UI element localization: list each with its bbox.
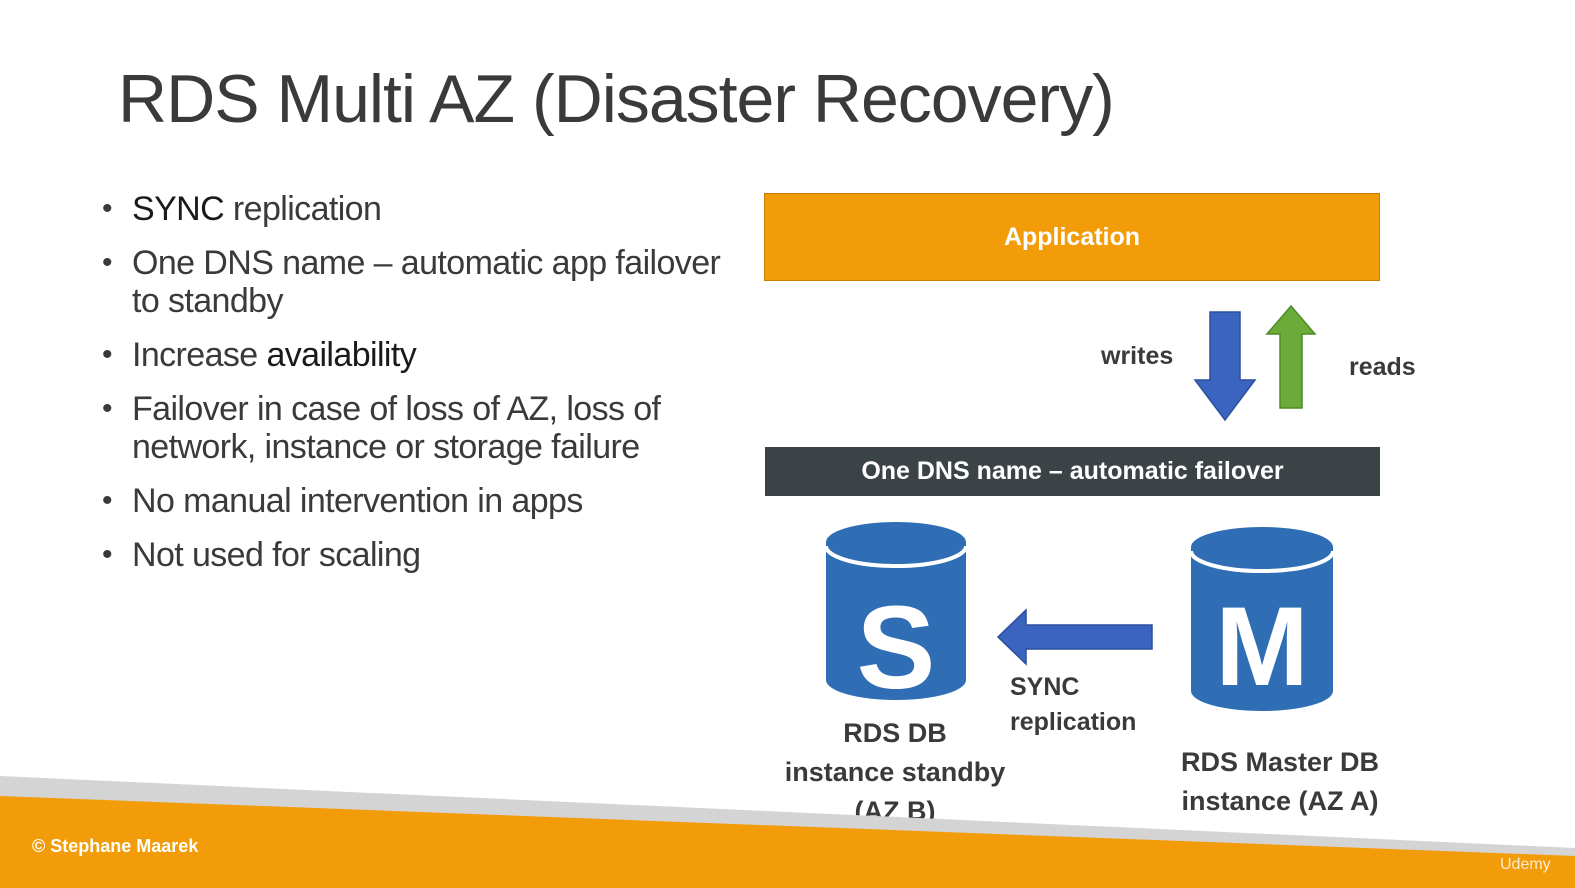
sync-label-line: replication — [1010, 708, 1137, 736]
copyright-text: © Stephane Maarek — [32, 836, 199, 856]
standby-label-line: instance standby — [784, 757, 1006, 787]
bullet-glyph: • — [102, 392, 113, 425]
standby-db-icon: S — [824, 522, 968, 706]
writes-arrow-icon — [1193, 311, 1257, 422]
dns-bar: One DNS name – automatic failover — [765, 447, 1380, 496]
writes-label: writes — [1101, 342, 1174, 370]
udemy-watermark: Udemy — [1500, 856, 1551, 873]
application-box: Application — [764, 193, 1380, 281]
bullet-text: One DNS name – automatic app failover to… — [132, 244, 721, 320]
bullet-item: • No manual intervention in apps — [100, 482, 740, 520]
bullet-item: • Failover in case of loss of AZ, loss o… — [100, 390, 740, 466]
standby-label-line: RDS DB — [843, 718, 947, 748]
standby-letter: S — [857, 582, 936, 706]
bullet-item: • Increase availability — [100, 336, 740, 374]
slide-title: RDS Multi AZ (Disaster Recovery) — [118, 61, 1115, 137]
bullet-glyph: • — [102, 338, 113, 371]
bullet-glyph: • — [102, 192, 113, 225]
sync-label-line: SYNC — [1010, 673, 1080, 701]
reads-label: reads — [1349, 353, 1416, 381]
reads-arrow-icon — [1265, 304, 1317, 409]
bullet-text: Not used for scaling — [132, 536, 421, 574]
bullet-text: replication — [224, 190, 382, 228]
master-label-line: RDS Master DB — [1180, 747, 1380, 777]
bullet-text: Increase — [132, 336, 267, 374]
bullet-strong: availability — [266, 336, 417, 374]
bullet-item: • One DNS name – automatic app failover … — [100, 244, 740, 320]
master-label-line: instance (AZ A) — [1181, 786, 1379, 816]
master-letter: M — [1215, 584, 1308, 709]
bullet-strong: SYNC — [132, 190, 225, 228]
bullet-text: Failover in case of loss of AZ, loss of … — [132, 390, 661, 466]
bullet-item: • SYNC replication — [100, 190, 740, 228]
sync-arrow-icon — [996, 608, 1153, 666]
bullet-glyph: • — [102, 246, 113, 279]
bullet-text: No manual intervention in apps — [132, 482, 583, 520]
dns-label: One DNS name – automatic failover — [861, 457, 1284, 485]
bullet-item: • Not used for scaling — [100, 536, 740, 574]
bullet-glyph: • — [102, 538, 113, 571]
master-db-icon: M — [1189, 527, 1335, 711]
master-db-label: RDS Master DB instance (AZ A) — [1150, 743, 1410, 821]
application-label: Application — [1003, 222, 1141, 251]
bullet-list: • SYNC replication • One DNS name – auto… — [100, 190, 740, 590]
sync-replication-label: SYNC replication — [1010, 670, 1136, 740]
bullet-glyph: • — [102, 484, 113, 517]
